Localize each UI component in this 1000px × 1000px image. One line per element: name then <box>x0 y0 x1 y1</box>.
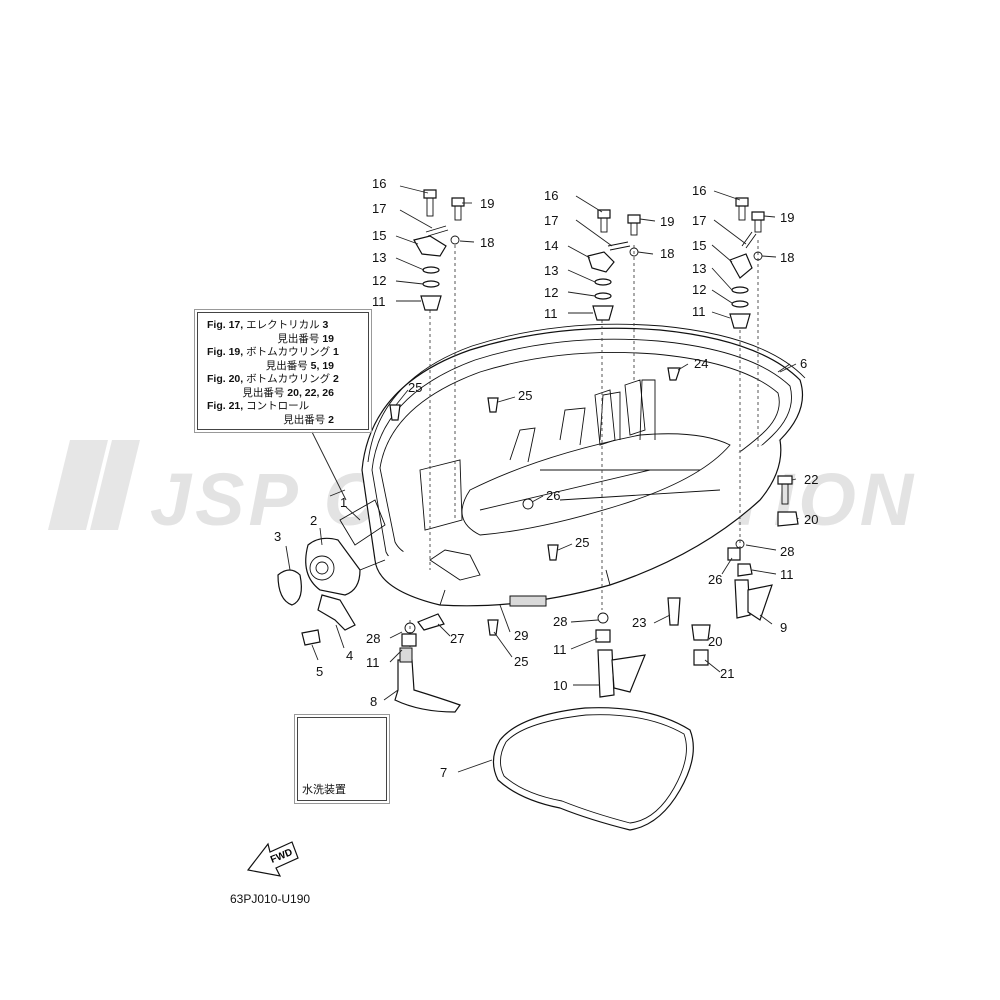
callout-25a: 25 <box>408 380 422 395</box>
legend-row: Fig. 21, コントロール <box>207 400 310 412</box>
callout-19b: 19 <box>660 214 674 229</box>
fasteners-center <box>587 209 641 321</box>
callout-12c: 12 <box>692 282 706 297</box>
callout-13: 13 <box>372 250 386 265</box>
callout-28a: 28 <box>780 544 794 559</box>
figure-reference-box: Fig. 17, エレクトリカル 3 見出番号 19 Fig. 19, ボトムカ… <box>194 309 372 433</box>
callout-15: 15 <box>372 228 386 243</box>
lever-9[interactable] <box>734 579 773 621</box>
legend-sub: 見出番号 5, 19 <box>265 359 334 372</box>
callout-17b: 17 <box>544 213 558 228</box>
fasteners-left <box>413 189 465 311</box>
callout-11: 11 <box>372 294 386 309</box>
legend-row: Fig. 19, ボトムカウリング 1 <box>207 346 339 358</box>
water-flush-label: 水洗装置 <box>302 784 346 796</box>
callout-20a: 20 <box>804 512 818 527</box>
callout-17c: 17 <box>692 213 706 228</box>
seal-6 <box>367 323 806 463</box>
callout-21: 21 <box>720 666 734 681</box>
callout-18: 18 <box>480 235 494 250</box>
legend-row: Fig. 20, ボトムカウリング 2 <box>207 373 339 385</box>
bottom-cowling[interactable] <box>361 327 804 607</box>
callout-25b: 25 <box>518 388 532 403</box>
callout-11f: 11 <box>366 655 380 670</box>
callout-24: 24 <box>694 356 708 371</box>
callout-16b: 16 <box>544 188 558 203</box>
callout-10: 10 <box>553 678 567 693</box>
callout-16c: 16 <box>692 183 706 198</box>
legend-sub: 見出番号 20, 22, 26 <box>242 386 334 399</box>
callout-5: 5 <box>316 664 323 679</box>
lever-8[interactable] <box>394 647 461 713</box>
fasteners-right <box>729 197 765 329</box>
callout-8: 8 <box>370 694 377 709</box>
callout-6: 6 <box>800 356 807 371</box>
callout-2: 2 <box>310 513 317 528</box>
callout-19: 19 <box>480 196 494 211</box>
callout-28b: 28 <box>553 614 567 629</box>
water-flush-box <box>294 714 390 804</box>
callout-12: 12 <box>372 273 386 288</box>
callout-22: 22 <box>804 472 818 487</box>
callout-9: 9 <box>780 620 787 635</box>
callout-25c: 25 <box>575 535 589 550</box>
callout-17: 17 <box>372 201 386 216</box>
callout-11e: 11 <box>553 642 567 657</box>
callout-26b: 26 <box>546 488 560 503</box>
callout-28c: 28 <box>366 631 380 646</box>
callout-23: 23 <box>632 615 646 630</box>
callout-13c: 13 <box>692 261 706 276</box>
center-bracket <box>419 379 646 581</box>
callout-14: 14 <box>544 238 558 253</box>
callout-12b: 12 <box>544 285 558 300</box>
callout-16: 16 <box>372 176 386 191</box>
callout-4: 4 <box>346 648 353 663</box>
callout-13b: 13 <box>544 263 558 278</box>
callout-19c: 19 <box>780 210 794 225</box>
callout-20b: 20 <box>708 634 722 649</box>
callout-15b: 15 <box>692 238 706 253</box>
grommet-assembly <box>277 499 386 646</box>
callout-3: 3 <box>274 529 281 544</box>
callout-26a: 26 <box>708 572 722 587</box>
fwd-arrow-icon: FWD <box>246 841 299 877</box>
guide-lines <box>409 240 759 650</box>
callout-1: 1 <box>340 495 347 510</box>
legend-sub: 見出番号 19 <box>277 332 334 345</box>
legend-sub: 見出番号 2 <box>283 413 334 426</box>
legend-row: Fig. 17, エレクトリカル 3 <box>207 319 329 331</box>
gasket-7[interactable] <box>492 707 694 831</box>
lever-10[interactable] <box>597 649 646 698</box>
callout-7: 7 <box>440 765 447 780</box>
small-parts <box>317 367 799 766</box>
callout-11c: 11 <box>692 304 706 319</box>
callout-11b: 11 <box>544 306 558 321</box>
callout-27: 27 <box>450 631 464 646</box>
callout-11d: 11 <box>780 567 794 582</box>
callout-18c: 18 <box>780 250 794 265</box>
callout-18b: 18 <box>660 246 674 261</box>
callout-25d: 25 <box>514 654 528 669</box>
callout-29: 29 <box>514 628 528 643</box>
diagram-code: 63PJ010-U190 <box>230 892 311 906</box>
